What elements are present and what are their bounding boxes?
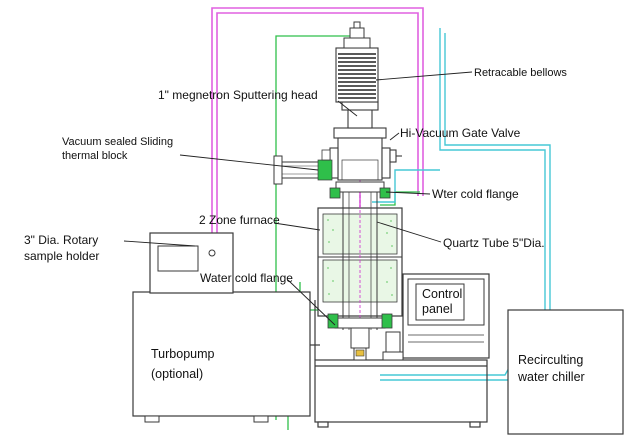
label-two-zone-furnace: 2 Zone furnace bbox=[199, 213, 280, 227]
water-cold-flange-top bbox=[329, 181, 391, 199]
retractable-bellows bbox=[335, 21, 379, 103]
control-panel-screen bbox=[415, 283, 465, 321]
turbopump-foot-left bbox=[144, 415, 160, 423]
frame-foot-1 bbox=[317, 421, 329, 428]
control-panel: Control panel bbox=[402, 273, 490, 359]
frame-cabinet bbox=[314, 359, 488, 423]
gate-valve bbox=[329, 127, 402, 181]
chiller-label-2: water chiller bbox=[517, 370, 585, 384]
water-chiller: Recirculting water chiller bbox=[507, 309, 624, 435]
chiller-label-1: Recirculting bbox=[518, 353, 583, 367]
label-sliding-block-1: Vacuum sealed Sliding bbox=[62, 136, 173, 148]
bottom-valve bbox=[382, 331, 404, 361]
label-retractable-bellows: Retracable bellows bbox=[474, 67, 567, 79]
turbopump: Turbopump (optional) bbox=[132, 291, 311, 423]
water-cold-flange-bottom bbox=[327, 313, 393, 361]
label-water-cold-flange-top: Wter cold flange bbox=[432, 187, 519, 201]
sliding-thermal-block bbox=[273, 149, 333, 185]
leader-lines bbox=[123, 71, 473, 326]
controller-knob bbox=[208, 249, 216, 257]
chiller-body bbox=[507, 309, 624, 435]
label-rotary-holder-2: sample holder bbox=[24, 249, 99, 263]
frame-foot-2 bbox=[469, 421, 481, 428]
annotation-labels: Retracable bellows 1" megnetron Sputteri… bbox=[24, 67, 567, 285]
turbopump-body bbox=[132, 291, 311, 417]
controller-screen bbox=[157, 245, 199, 272]
label-sliding-block-2: thermal block bbox=[62, 150, 128, 162]
rotary-holder-controller bbox=[149, 232, 234, 294]
turbopump-foot-right bbox=[253, 415, 269, 423]
label-quartz-tube: Quartz Tube 5"Dia. bbox=[443, 236, 545, 250]
label-gate-valve: Hi-Vacuum Gate Valve bbox=[400, 126, 521, 140]
control-panel-label-2: panel bbox=[422, 302, 453, 316]
label-magnetron-head: 1" megnetron Sputtering head bbox=[158, 88, 318, 102]
label-water-cold-flange-bottom: Water cold flange bbox=[200, 271, 293, 285]
turbopump-label-1: Turbopump bbox=[151, 347, 215, 361]
control-panel-label-1: Control bbox=[422, 287, 462, 301]
label-rotary-holder-1: 3" Dia. Rotary bbox=[24, 233, 98, 247]
quartz-tube bbox=[342, 110, 378, 340]
turbopump-label-2: (optional) bbox=[151, 367, 203, 381]
magnetron-sputtering-head bbox=[341, 101, 379, 129]
